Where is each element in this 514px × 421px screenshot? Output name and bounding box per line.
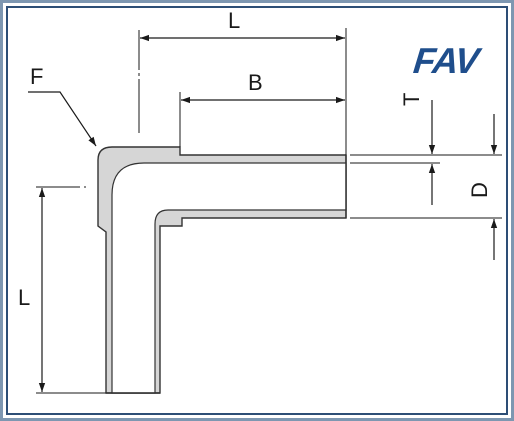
label-b: B	[248, 70, 263, 95]
label-l-top: L	[228, 8, 240, 33]
label-l-side: L	[18, 285, 30, 310]
label-d: D	[467, 182, 492, 198]
fav-logo: FAV	[411, 40, 484, 81]
label-f: F	[30, 64, 43, 89]
frame-inner	[6, 6, 508, 415]
label-t: T	[399, 93, 424, 106]
elbow-bore	[111, 162, 347, 394]
leader-f	[28, 91, 97, 147]
